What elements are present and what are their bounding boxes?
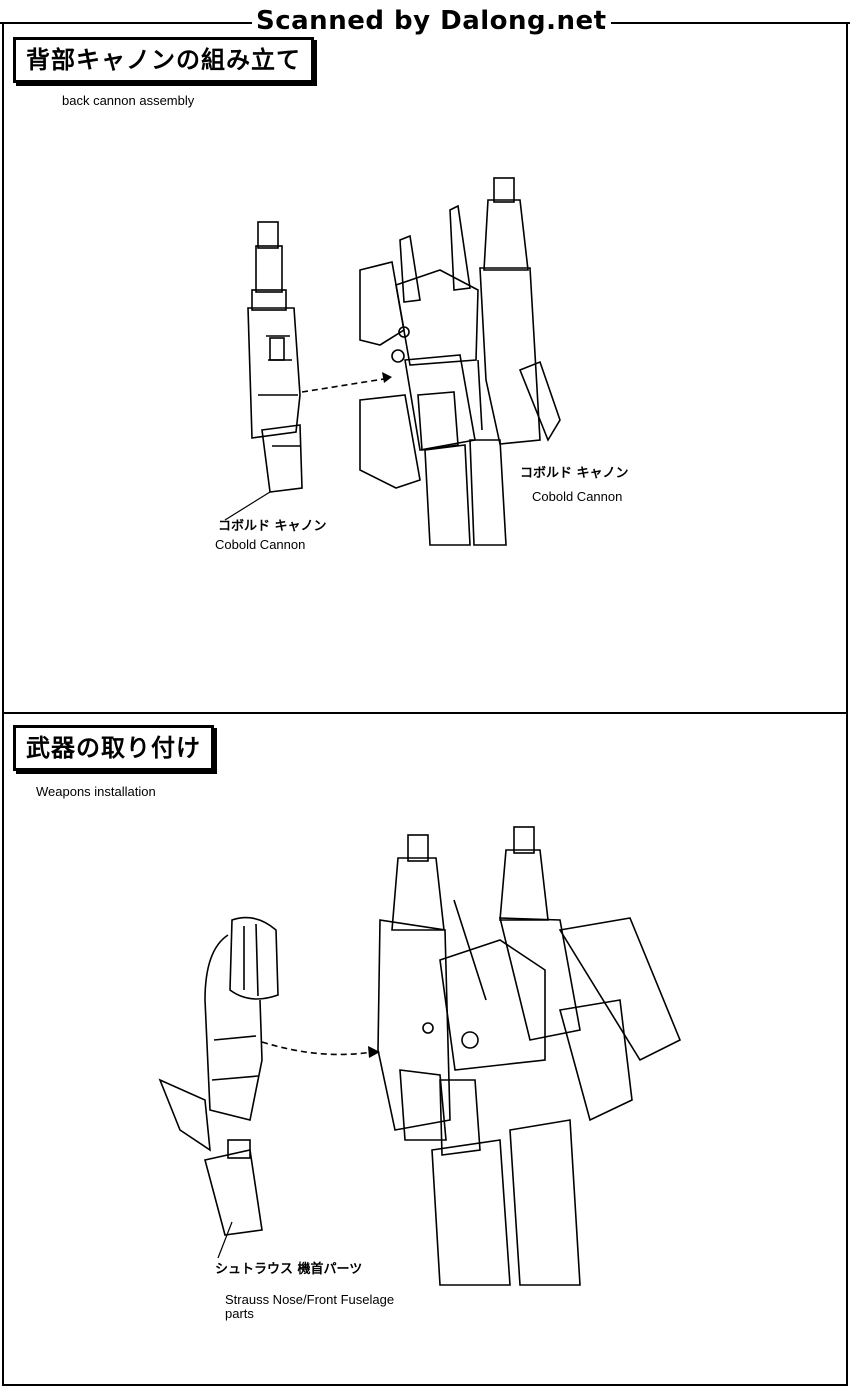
section2-label-en-line1: Strauss Nose/Front Fuselage xyxy=(225,1292,395,1307)
cobold-cannon-illustration xyxy=(224,177,561,546)
panel-weapons xyxy=(2,712,848,1386)
section1-subtitle: back cannon assembly xyxy=(62,93,195,108)
section2-label-jp: シュトラウス 機首パーツ xyxy=(215,1262,363,1277)
section2-label-en-line2: parts xyxy=(225,1306,254,1321)
section1-label2-en: Cobold Cannon xyxy=(532,489,623,504)
watermark: Scanned by Dalong.net xyxy=(252,6,611,36)
section2-subtitle: Weapons installation xyxy=(36,784,156,799)
section1-title: 背部キャノンの組み立て xyxy=(13,37,314,83)
section2-title: 武器の取り付け xyxy=(13,725,214,771)
section1-label1-jp: コボルド キャノン xyxy=(218,519,327,534)
section1-label1-en: Cobold Cannon xyxy=(215,537,306,552)
section1-label2-jp: コボルド キャノン xyxy=(520,466,629,481)
